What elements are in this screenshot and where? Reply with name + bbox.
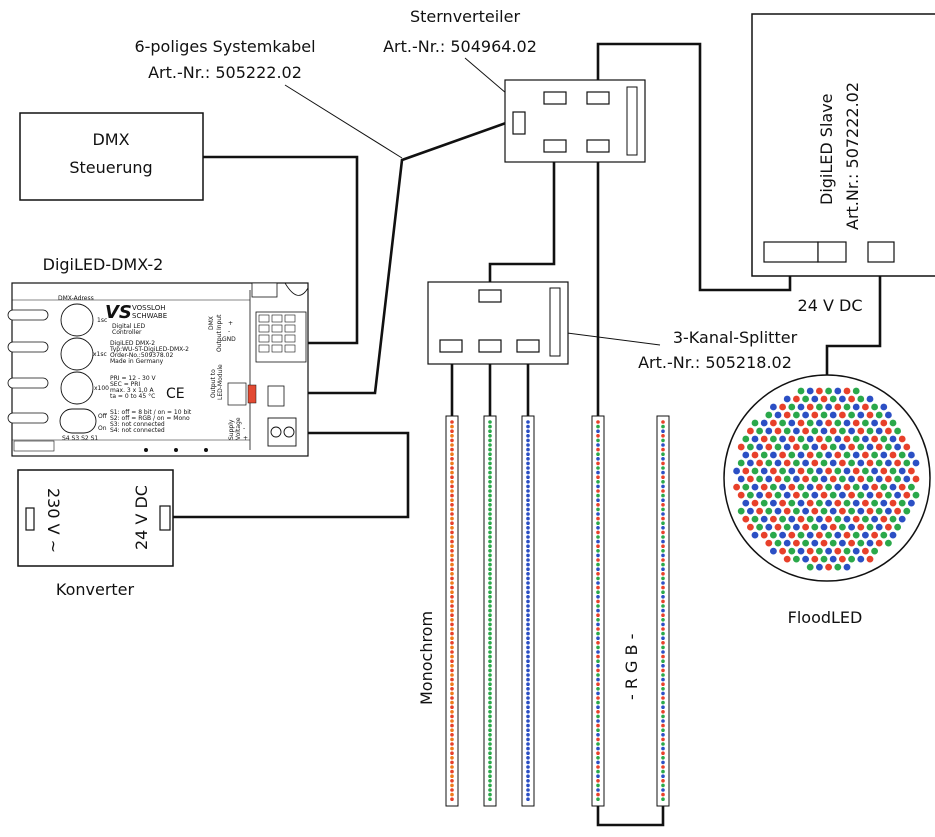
svg-text:VS: VS — [105, 302, 132, 323]
svg-text:ta = 0 to 45 °C: ta = 0 to 45 °C — [110, 393, 155, 400]
svg-text:PRI = 12 - 30 V: PRI = 12 - 30 V — [110, 375, 157, 382]
controller-face-text: DMX-Adress 1sc x1sc x100 Off On S4 S3 S2… — [58, 295, 248, 442]
svg-text:Typ:WU-ST-DigiLED-DMX-2: Typ:WU-ST-DigiLED-DMX-2 — [109, 346, 189, 353]
svg-text:CE: CE — [166, 386, 185, 402]
wire-slave-to-flood — [825, 258, 882, 380]
sternverteiler-title: Sternverteiler — [410, 7, 520, 26]
svg-text:+: + — [228, 320, 233, 327]
svg-text:Digital LED: Digital LED — [112, 323, 146, 330]
sternverteiler-box — [504, 79, 646, 163]
splitter-box — [427, 281, 569, 365]
svg-text:LED-Module: LED-Module — [217, 364, 224, 400]
wire-star-to-splitter — [488, 148, 556, 293]
systemkabel-leader — [284, 84, 403, 159]
floodled-matrix — [733, 387, 920, 571]
splitter-art: Art.-Nr.: 505218.02 — [638, 353, 792, 372]
led-strips — [445, 415, 670, 807]
converter-out: 24 V DC — [132, 485, 151, 550]
svg-text:DigiLED DMX-2: DigiLED DMX-2 — [110, 340, 155, 347]
svg-text:Made in Germany: Made in Germany — [110, 358, 164, 365]
svg-text:Input: Input — [216, 314, 223, 330]
svg-text:Output: Output — [216, 331, 223, 352]
dmx-line-1: DMX — [92, 130, 129, 149]
svg-text:VOSSLOH: VOSSLOH — [132, 304, 166, 312]
sternverteiler-art: Art.-Nr.: 504964.02 — [383, 37, 537, 56]
controller-title: DigiLED-DMX-2 — [43, 255, 164, 274]
wire-controller-to-star — [298, 116, 521, 395]
svg-text:-: - — [228, 328, 230, 335]
svg-text:SCHWABE: SCHWABE — [132, 312, 167, 320]
dmx-control-box — [19, 112, 204, 201]
converter-in: 230 V ~ — [44, 488, 63, 553]
svg-text:Output to: Output to — [210, 369, 217, 398]
slave-art: Art.Nr.: 507222.02 — [843, 82, 862, 230]
strip-rgb-2 — [656, 415, 670, 807]
svg-text:Controller: Controller — [112, 329, 142, 336]
converter-box — [17, 469, 174, 567]
svg-text:S4: not connected: S4: not connected — [110, 427, 165, 434]
svg-text:DMX-Adress: DMX-Adress — [58, 295, 94, 302]
svg-text:S3: not connected: S3: not connected — [110, 421, 165, 428]
svg-text:DMX: DMX — [208, 316, 215, 330]
voltage-label: 24 V DC — [798, 296, 863, 315]
svg-text:GND: GND — [222, 336, 236, 343]
svg-text:On: On — [98, 425, 107, 432]
slave-title: DigiLED Slave — [817, 93, 836, 205]
strip-monochrom-2 — [483, 415, 497, 807]
svg-text:max. 3 x 1,0 A: max. 3 x 1,0 A — [110, 387, 155, 394]
strip-monochrom-1 — [445, 415, 459, 807]
controller-device — [7, 282, 309, 457]
svg-text:Order-No.:509378.02: Order-No.:509378.02 — [110, 352, 173, 359]
svg-text:S2: off = RGB / on = Mono: S2: off = RGB / on = Mono — [110, 415, 190, 422]
svg-text:S1: off = 8 bit / on = 10 bit: S1: off = 8 bit / on = 10 bit — [110, 409, 192, 416]
slave-box — [751, 13, 935, 277]
systemkabel-title: 6-poliges Systemkabel — [134, 37, 315, 56]
svg-text:S4 S3 S2 S1: S4 S3 S2 S1 — [62, 435, 98, 442]
svg-text:x1sc: x1sc — [93, 351, 107, 358]
svg-text:x100: x100 — [94, 385, 109, 392]
svg-text:SEC = PRI: SEC = PRI — [110, 381, 140, 388]
wire-star-to-slave — [596, 42, 792, 292]
converter-title: Konverter — [56, 580, 135, 599]
monochrom-label: Monochrom — [417, 611, 436, 705]
svg-text:-: - — [243, 425, 245, 432]
svg-text:Voltage: Voltage — [235, 417, 242, 440]
floodled-title: FloodLED — [788, 608, 863, 627]
systemkabel-art: Art.-Nr.: 505222.02 — [148, 63, 302, 82]
wire-rgb-loop — [596, 806, 665, 827]
strip-rgb-1 — [591, 415, 605, 807]
svg-text:Supply: Supply — [228, 419, 235, 440]
dmx-line-2: Steuerung — [69, 158, 152, 177]
svg-text:+: + — [243, 435, 248, 442]
strip-monochrom-3 — [521, 415, 535, 807]
wire-converter-to-supply — [170, 431, 410, 519]
wire-dmx-to-controller — [203, 155, 359, 345]
splitter-title: 3-Kanal-Splitter — [673, 328, 798, 347]
wires — [170, 42, 882, 827]
svg-text:1sc: 1sc — [97, 317, 107, 324]
svg-text:Off: Off — [98, 413, 108, 420]
rgb-label: - R G B - — [622, 634, 641, 700]
